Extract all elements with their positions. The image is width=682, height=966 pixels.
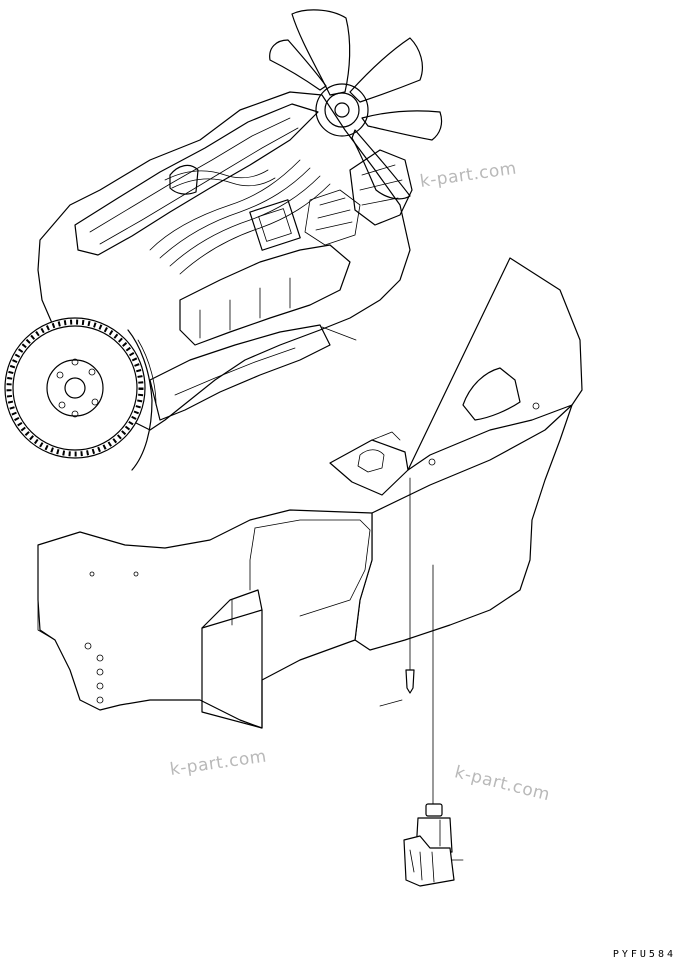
mounting-holes — [84, 571, 139, 704]
operator-frame — [37, 257, 583, 729]
cooling-fan — [269, 9, 443, 200]
engine-assembly — [4, 9, 443, 471]
drawing-code: PYFU584 — [612, 949, 676, 960]
flywheel — [4, 317, 146, 459]
fuel-injection-lines — [149, 159, 331, 275]
sensor-connector — [379, 477, 464, 887]
